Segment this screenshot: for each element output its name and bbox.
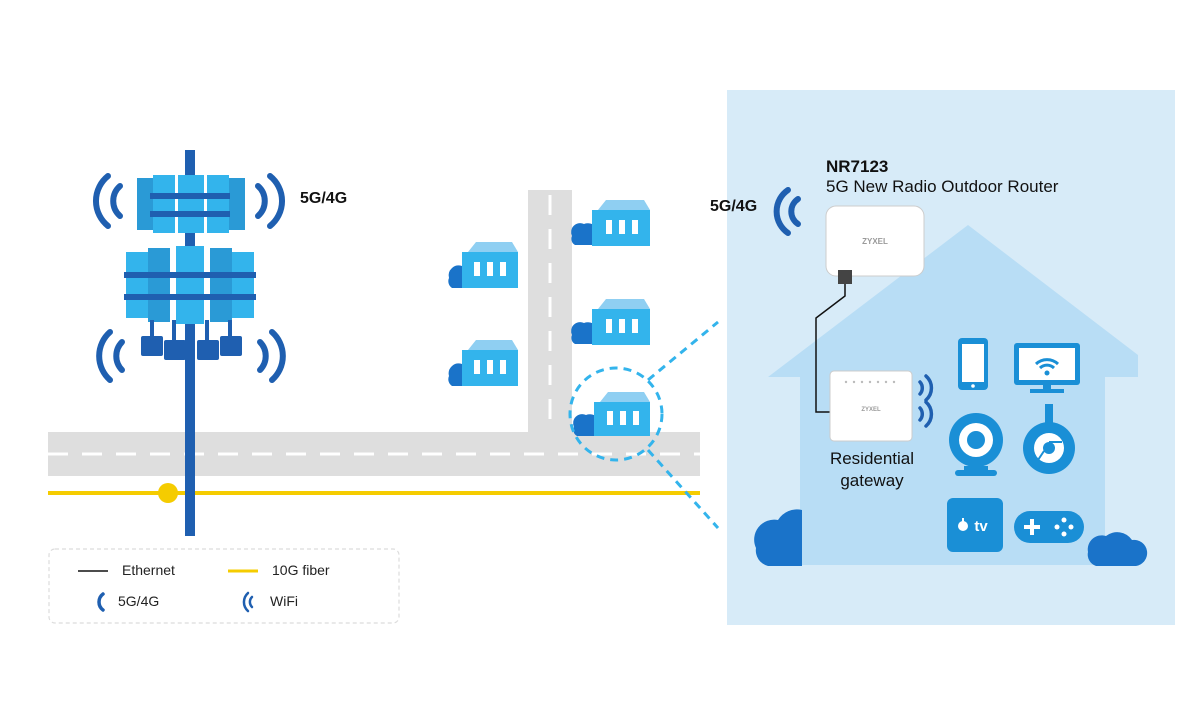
building-1 — [448, 242, 518, 288]
house-silhouette — [768, 225, 1138, 565]
building-4 — [571, 299, 650, 345]
upper-antenna-array — [137, 175, 245, 233]
legend-box — [48, 548, 400, 624]
residential-gateway — [829, 370, 913, 442]
game-controller-icon — [1014, 511, 1084, 543]
smartphone-icon — [958, 338, 988, 390]
smart-tv-icon — [1014, 343, 1080, 393]
legend-cellular-icon — [97, 592, 105, 612]
lower-antenna-array — [124, 246, 256, 360]
gateway-label-line2: gateway — [840, 471, 904, 490]
fiber-junction — [158, 483, 178, 503]
building-5-highlighted — [573, 392, 650, 436]
zoom-callout — [568, 320, 720, 530]
outdoor-router-brand: ZYXEL — [862, 237, 888, 246]
ethernet-cable — [815, 284, 846, 413]
gateway-wifi-icon — [918, 374, 934, 428]
building-2 — [448, 340, 518, 386]
apple-tv-text: tv — [974, 518, 988, 535]
tower-signal-icon — [93, 173, 286, 383]
cloud-left — [754, 509, 802, 566]
gateway-brand: ZYXEL — [861, 407, 881, 413]
router-model-label: NR7123 — [826, 157, 889, 176]
gateway-label-line1: Residential — [829, 449, 915, 468]
webcam-icon — [949, 413, 1003, 476]
legend-cellular-label: 5G/4G — [118, 593, 160, 609]
building-3 — [571, 200, 650, 246]
router-description-label: 5G New Radio Outdoor Router — [826, 177, 1059, 196]
tower-pole — [185, 150, 195, 536]
cloud-right — [1087, 532, 1148, 566]
legend-wifi-icon — [242, 591, 254, 613]
apple-tv-icon — [947, 498, 1003, 552]
gateway-label: Residential gateway — [806, 448, 938, 492]
tower-band-label: 5G/4G — [300, 190, 348, 207]
legend-ethernet-label: Ethernet — [122, 562, 175, 578]
router-band-label: 5G/4G — [710, 198, 758, 215]
outdoor-router — [825, 205, 925, 284]
chromecast-icon — [1023, 404, 1075, 474]
legend-fiber-label: 10G fiber — [272, 562, 330, 578]
legend-wifi-label: WiFi — [270, 593, 298, 609]
router-signal-icon — [773, 187, 801, 236]
